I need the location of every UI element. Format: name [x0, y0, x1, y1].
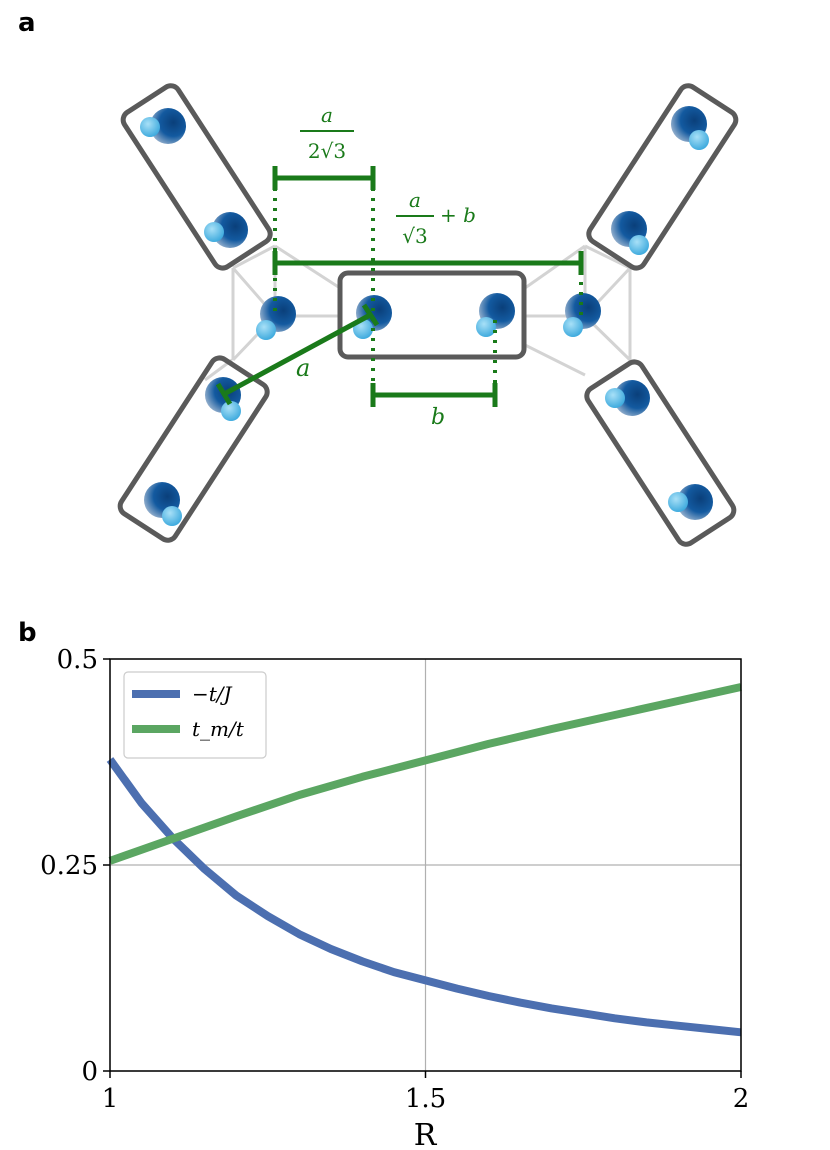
y-tick-label: 0: [81, 1057, 98, 1087]
atom-pair: [204, 212, 248, 248]
dim-bar-mid: [272, 251, 584, 275]
dim-mid-numerator: a: [409, 188, 421, 212]
atom-pair: [476, 293, 515, 337]
dim-mid-denominator: √3: [402, 224, 427, 248]
legend-label-0: −t/J: [192, 682, 233, 706]
chart-ticks: 1 1.5 2 0 0.25 0.5: [40, 645, 749, 1114]
x-tick-label: 1.5: [405, 1084, 446, 1114]
atom-pair: [668, 484, 713, 520]
label-a: a: [296, 354, 310, 382]
x-tick-label: 1: [102, 1084, 119, 1114]
line-chart: 1 1.5 2 0 0.25 0.5 R −t/J t_m/t: [40, 645, 749, 1150]
x-tick-label: 2: [733, 1084, 750, 1114]
atom-pair: [611, 211, 649, 255]
dimer-box-top-left: [120, 83, 273, 271]
panel-b-label: b: [18, 618, 37, 648]
dim-top-numerator: a: [321, 103, 333, 127]
series-line-0: [106, 757, 742, 1037]
dimension-marks: [215, 130, 584, 407]
chart-series: [106, 683, 742, 1037]
atom-pair: [671, 106, 709, 150]
x-axis-label: R: [414, 1118, 438, 1150]
atom-pair: [144, 482, 182, 526]
panel-a-label: a: [18, 8, 36, 38]
dimer-box-center: [337, 270, 527, 360]
atoms: [140, 106, 713, 526]
dim-top-denominator: 2√3: [308, 139, 346, 163]
dimer-box-bottom-left: [117, 355, 270, 543]
label-b: b: [431, 405, 445, 430]
dimer-box-bottom-right: [584, 359, 737, 547]
atom-pair: [256, 296, 296, 340]
legend-label-1: t_m/t: [192, 717, 245, 741]
dim-arrow-a: [215, 303, 380, 406]
dim-mid-plus: + b: [440, 203, 476, 227]
atom-pair: [605, 380, 650, 416]
dimer-box-top-right: [586, 83, 739, 271]
chart-legend: −t/J t_m/t: [123, 671, 267, 759]
dim-bar-top: [272, 166, 376, 190]
series-line-1: [108, 683, 742, 865]
atom-pair: [140, 108, 186, 144]
atom-pair: [205, 377, 241, 421]
y-tick-label: 0.5: [57, 645, 98, 675]
dim-bar-b: [370, 383, 498, 407]
y-tick-label: 0.25: [40, 851, 98, 881]
atom-pair: [563, 293, 601, 337]
dimer-boxes: [117, 83, 739, 547]
lattice-diagram: a 2√3 a √3 + b a b: [117, 83, 739, 547]
